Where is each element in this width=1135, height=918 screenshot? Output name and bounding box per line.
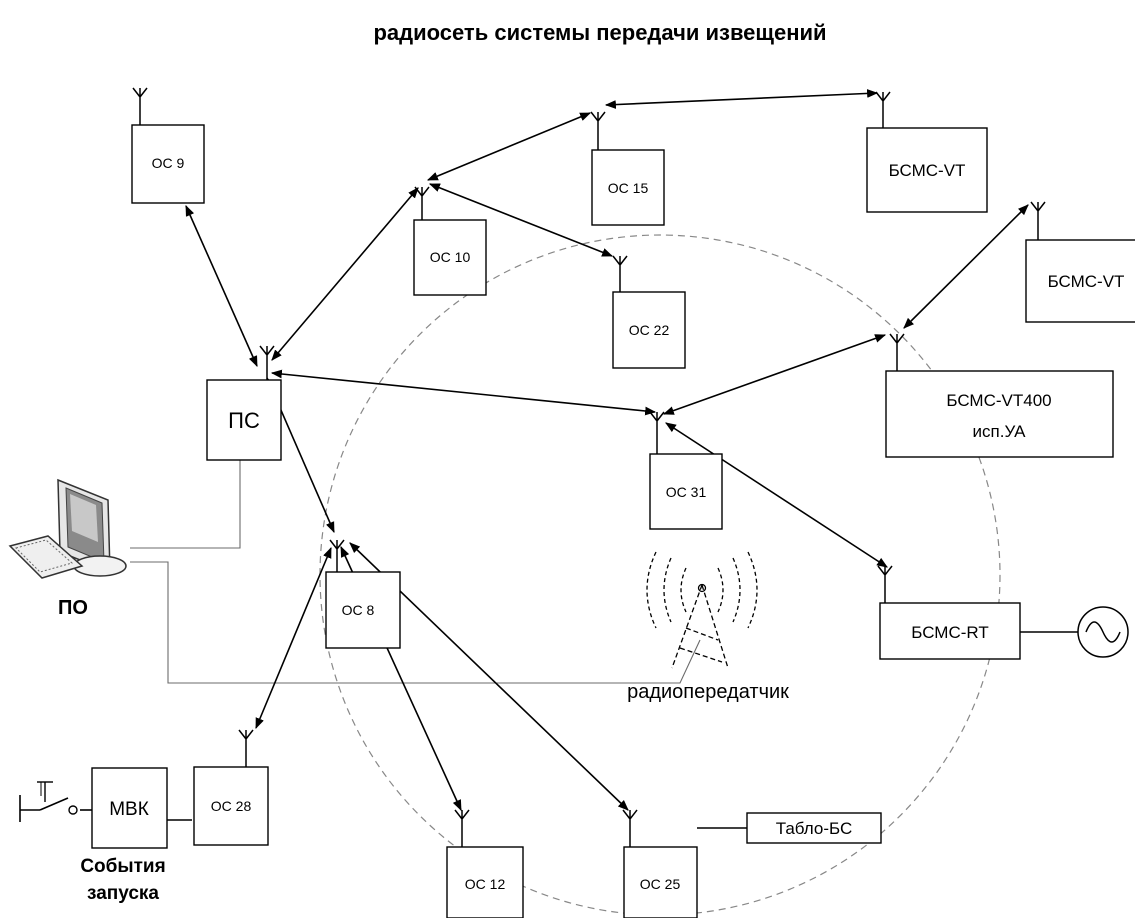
computer-icon [8, 478, 127, 579]
wire-po-ps [130, 460, 241, 549]
link-ps-os31 [270, 369, 657, 416]
events-label-1: События [80, 856, 165, 877]
node-ps[interactable]: ПС [206, 379, 282, 461]
node-mvk-label: МВК [109, 799, 149, 820]
link-os10-ps [271, 187, 419, 361]
node-os28[interactable]: ОС 28 [193, 766, 269, 846]
node-bsmsvt400-label-1: БСМС-VT400 [946, 391, 1051, 410]
node-os10-label: ОС 10 [430, 249, 471, 265]
wires [130, 460, 701, 684]
events-label-2: запуска [87, 883, 159, 904]
link-os15-bsmsvt [604, 89, 879, 109]
node-bsmsvt-top[interactable]: БСМС-VT [866, 127, 988, 213]
transmitter-label: радиопередатчик [627, 681, 789, 703]
link-os31-bsmsvt400 [662, 334, 887, 415]
node-bsmsvt-right[interactable]: БСМС-VT [1025, 239, 1135, 323]
link-os31-bsmsrt [665, 422, 888, 568]
node-os25[interactable]: ОС 25 [623, 846, 698, 918]
link-os10-os22 [428, 183, 614, 257]
antennas [132, 87, 1046, 847]
link-os8-os28 [255, 546, 332, 730]
node-os28-label: ОС 28 [211, 798, 252, 814]
radio-links [185, 89, 1029, 812]
node-os15-label: ОС 15 [608, 180, 649, 196]
node-os12[interactable]: ОС 12 [446, 846, 524, 918]
cables [80, 631, 1080, 829]
node-os25-label: ОС 25 [640, 876, 681, 892]
link-bsmsvt400-bsmsvt [903, 204, 1029, 329]
wire-po-transmitter [130, 561, 701, 684]
node-os15[interactable]: ОС 15 [591, 149, 665, 226]
link-os10-os15 [426, 112, 592, 181]
diagram-title: радиосеть системы передачи извещений [373, 20, 826, 45]
node-os9[interactable]: ОС 9 [131, 124, 205, 204]
node-os8-label: ОС 8 [342, 602, 375, 618]
po-label: ПО [58, 597, 88, 619]
node-os31-label: ОС 31 [666, 484, 707, 500]
ac-source-icon [1077, 606, 1129, 658]
node-os31[interactable]: ОС 31 [649, 453, 723, 530]
node-bsmsrt[interactable]: БСМС-RT [879, 602, 1021, 660]
node-os9-label: ОС 9 [152, 155, 185, 171]
node-tablo[interactable]: Табло-БС [746, 812, 882, 844]
node-bsmsvt-right-label: БСМС-VT [1048, 272, 1125, 291]
node-os10[interactable]: ОС 10 [413, 219, 487, 296]
radio-tower-icon [646, 551, 758, 669]
node-bsmsvt400-label-2: исп.УА [973, 422, 1027, 441]
push-button-icon [19, 781, 78, 822]
node-bsmsvt400[interactable]: БСМС-VT400 исп.УА [885, 370, 1114, 458]
node-tablo-label: Табло-БС [776, 819, 853, 838]
node-os8[interactable]: ОС 8 [325, 571, 401, 649]
link-os9-ps [185, 204, 258, 368]
node-bsmsrt-label: БСМС-RT [911, 623, 989, 642]
node-os12-label: ОС 12 [465, 876, 506, 892]
node-ps-label: ПС [228, 408, 260, 433]
node-bsmsvt-top-label: БСМС-VT [889, 161, 966, 180]
node-os22[interactable]: ОС 22 [612, 291, 686, 369]
node-os22-label: ОС 22 [629, 322, 670, 338]
node-mvk[interactable]: МВК [91, 767, 168, 849]
